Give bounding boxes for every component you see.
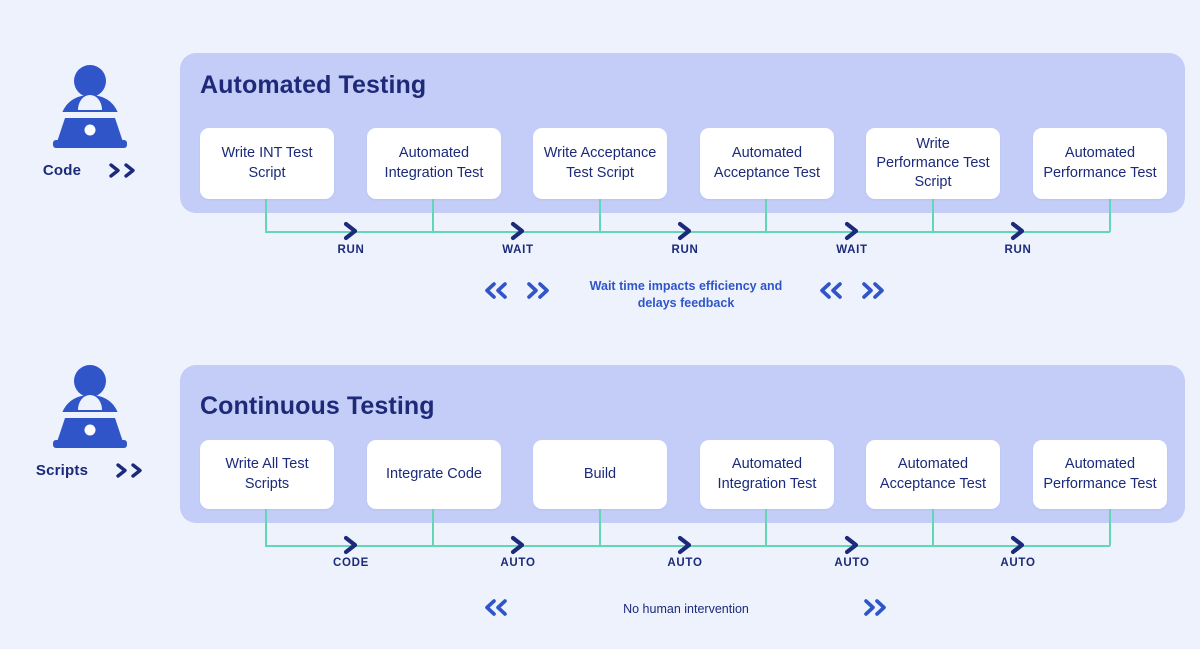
flow-tick-continuous-4: [765, 509, 767, 546]
step-label-automated-4: WAIT: [836, 244, 868, 256]
persona-label-row: Scripts: [0, 462, 180, 479]
flow-tick-automated-4: [765, 199, 767, 232]
card-automated-5[interactable]: Write Performance Test Script: [866, 128, 1000, 199]
flow-tick-continuous-3: [599, 509, 601, 546]
flow-arrow-automated-4: [844, 221, 861, 246]
note-chevrons-right-continuous: [862, 599, 888, 621]
persona-label: Code: [42, 162, 82, 179]
card-continuous-4[interactable]: Automated Integration Test: [700, 440, 834, 509]
persona-scripts: Scripts: [0, 362, 180, 479]
step-label-continuous-5: AUTO: [1000, 557, 1036, 569]
person-at-laptop-icon: [0, 62, 180, 148]
person-at-laptop-icon: [0, 362, 180, 448]
card-continuous-5[interactable]: Automated Acceptance Test: [866, 440, 1000, 509]
note-continuous-testing: No human intervention: [623, 602, 749, 616]
section-title-automated-testing: Automated Testing: [200, 71, 427, 99]
note-automated-testing: Wait time impacts efficiency and delays …: [589, 279, 783, 310]
flow-tick-continuous-5: [932, 509, 934, 546]
panel-continuous-testing: [180, 365, 1185, 523]
flow-arrow-continuous-5: [1010, 535, 1027, 560]
note-chevrons-left-continuous: [483, 599, 509, 621]
flow-arrow-automated-1: [343, 221, 360, 246]
flow-arrow-automated-5: [1010, 221, 1027, 246]
note-chevrons-left-automated: [483, 282, 551, 304]
card-automated-3[interactable]: Write Acceptance Test Script: [533, 128, 667, 199]
card-continuous-2[interactable]: Integrate Code: [367, 440, 501, 509]
double-chevron-right-icon: [116, 463, 144, 478]
double-chevron-right-icon: [862, 599, 888, 621]
step-label-continuous-1: CODE: [332, 557, 370, 569]
panel-automated-testing: [180, 53, 1185, 213]
double-chevron-right-icon: [860, 282, 886, 304]
flow-tick-automated-6: [1109, 199, 1111, 232]
step-label-automated-5: RUN: [1004, 244, 1032, 256]
double-chevron-right-icon: [109, 163, 137, 178]
flow-tick-continuous-2: [432, 509, 434, 546]
persona-label: Scripts: [35, 462, 89, 479]
step-label-continuous-3: AUTO: [667, 557, 703, 569]
card-continuous-3[interactable]: Build: [533, 440, 667, 509]
flow-tick-automated-2: [432, 199, 434, 232]
flow-tick-automated-3: [599, 199, 601, 232]
flow-arrow-continuous-1: [343, 535, 360, 560]
card-automated-1[interactable]: Write INT Test Script: [200, 128, 334, 199]
card-continuous-1[interactable]: Write All Test Scripts: [200, 440, 334, 509]
card-automated-2[interactable]: Automated Integration Test: [367, 128, 501, 199]
step-label-automated-1: RUN: [337, 244, 365, 256]
card-automated-4[interactable]: Automated Acceptance Test: [700, 128, 834, 199]
double-chevron-left-icon: [483, 282, 509, 304]
section-title-continuous-testing: Continuous Testing: [200, 392, 435, 420]
flow-arrow-automated-2: [510, 221, 527, 246]
step-label-automated-3: RUN: [671, 244, 699, 256]
flow-arrow-automated-3: [677, 221, 694, 246]
flow-tick-automated-1: [265, 199, 267, 232]
flow-arrow-continuous-2: [510, 535, 527, 560]
step-label-continuous-2: AUTO: [500, 557, 536, 569]
double-chevron-left-icon: [818, 282, 844, 304]
card-automated-6[interactable]: Automated Performance Test: [1033, 128, 1167, 199]
double-chevron-left-icon: [483, 599, 509, 621]
double-chevron-right-icon: [525, 282, 551, 304]
note-chevrons-right-automated: [818, 282, 886, 304]
step-label-automated-2: WAIT: [502, 244, 534, 256]
flow-arrow-continuous-3: [677, 535, 694, 560]
card-continuous-6[interactable]: Automated Performance Test: [1033, 440, 1167, 509]
flow-arrow-continuous-4: [844, 535, 861, 560]
flow-tick-automated-5: [932, 199, 934, 232]
persona-label-row: Code: [0, 162, 180, 179]
step-label-continuous-4: AUTO: [834, 557, 870, 569]
flow-tick-continuous-1: [265, 509, 267, 546]
flow-tick-continuous-6: [1109, 509, 1111, 546]
persona-code: Code: [0, 62, 180, 179]
